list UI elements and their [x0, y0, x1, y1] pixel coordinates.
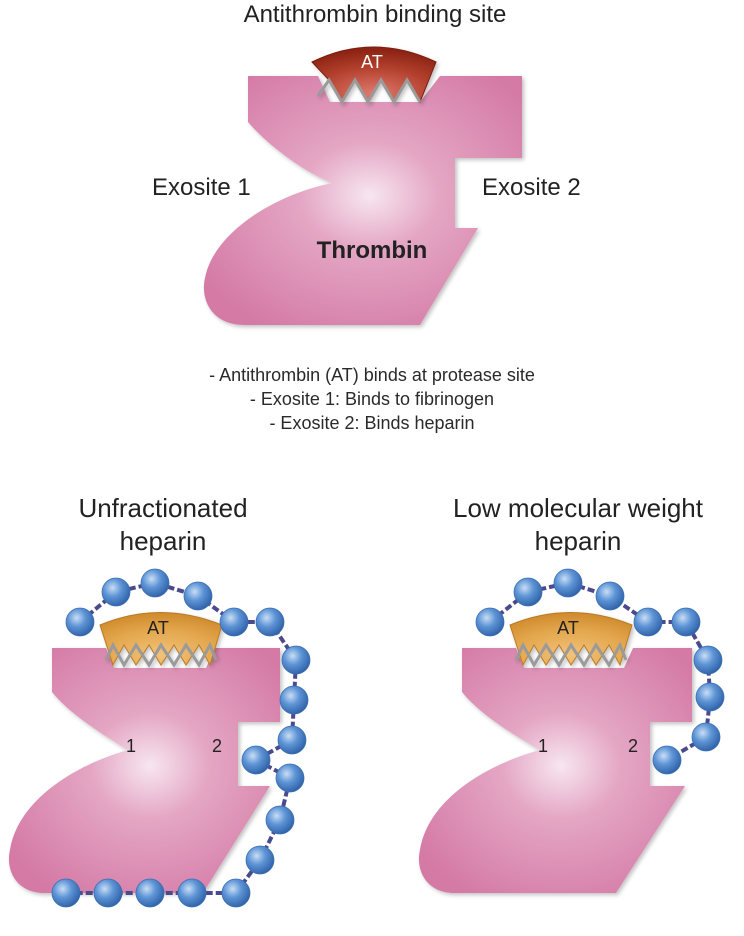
exosite2-num-left: 2: [212, 736, 222, 756]
heparin-bead: [135, 878, 165, 908]
heparin-bead: [553, 568, 583, 598]
heparin-bead: [241, 745, 271, 775]
heparin-bead: [65, 607, 95, 637]
heparin-bead: [51, 878, 81, 908]
heparin-bead: [275, 763, 305, 793]
heparin-bead: [279, 685, 309, 715]
exosite2-num-right: 2: [628, 736, 638, 756]
right-title-line1: Low molecular weight: [453, 493, 704, 523]
heparin-bead: [277, 725, 307, 755]
heparin-chain-unfractionated: [51, 568, 311, 908]
notes-block: - Antithrombin (AT) binds at protease si…: [0, 363, 744, 435]
top-title: Antithrombin binding site: [244, 1, 507, 28]
heparin-bead: [513, 577, 543, 607]
heparin-bead: [695, 682, 725, 712]
heparin-bead: [245, 845, 275, 875]
antithrombin-left: [99, 612, 223, 669]
exosite1-label: Exosite 1: [152, 174, 251, 201]
heparin-bead: [693, 645, 723, 675]
left-title-line2: heparin: [120, 526, 207, 556]
thrombin-label: Thrombin: [317, 237, 428, 264]
heparin-chain-lmw: [475, 568, 725, 775]
thrombin-shape-top: [203, 76, 522, 325]
heparin-bead: [595, 581, 625, 611]
thrombin-shape-left: [8, 648, 281, 893]
heparin-bead: [140, 568, 170, 598]
heparin-bead: [221, 878, 251, 908]
antithrombin-right: [509, 612, 633, 669]
heparin-bead: [671, 607, 701, 637]
exosite1-num-right: 1: [538, 736, 548, 756]
heparin-bead: [265, 805, 295, 835]
note-line: - Exosite 1: Binds to fibrinogen: [249, 389, 495, 409]
heparin-bead: [177, 878, 207, 908]
note-line: - Antithrombin (AT) binds at protease si…: [209, 365, 535, 385]
heparin-bead: [219, 607, 249, 637]
heparin-bead: [475, 607, 505, 637]
exosite1-num-left: 1: [126, 736, 136, 756]
antithrombin-top: [311, 46, 437, 105]
thrombin-shape-right: [418, 648, 692, 893]
at-label-top: AT: [361, 52, 383, 72]
heparin-bead: [183, 581, 213, 611]
heparin-bead: [101, 577, 131, 607]
heparin-bead: [691, 722, 721, 752]
note-line: - Exosite 2: Binds heparin: [269, 413, 475, 433]
at-label-right: AT: [557, 618, 579, 638]
right-title-line2: heparin: [535, 526, 622, 556]
at-label-left: AT: [147, 618, 169, 638]
heparin-bead: [93, 878, 123, 908]
heparin-bead: [255, 607, 285, 637]
heparin-bead: [281, 645, 311, 675]
exosite2-label: Exosite 2: [482, 174, 581, 201]
left-title-line1: Unfractionated: [78, 493, 247, 523]
heparin-bead: [652, 745, 682, 775]
heparin-bead: [633, 607, 663, 637]
